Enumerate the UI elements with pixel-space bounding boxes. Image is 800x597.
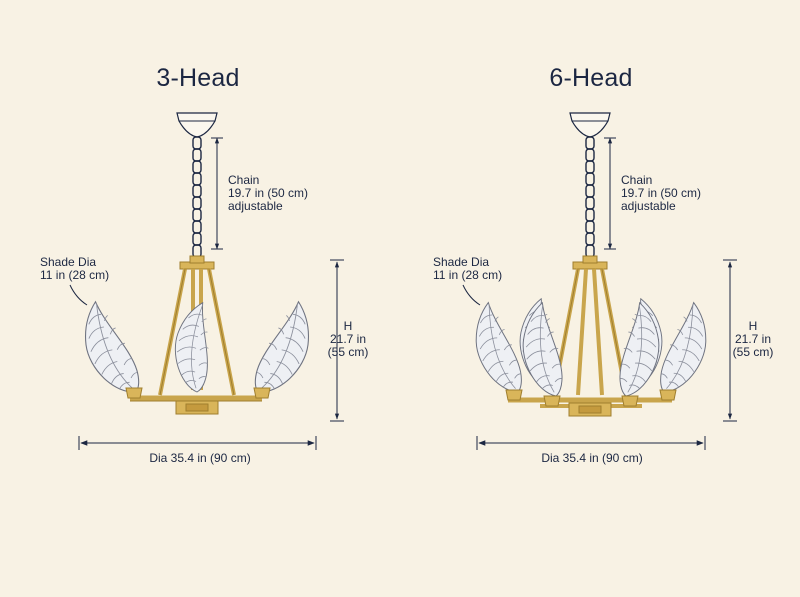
diameter-label-right: Dia 35.4 in (90 cm) <box>541 451 643 465</box>
title-3-head: 3-Head <box>156 64 240 92</box>
diameter-label-left: Dia 35.4 in (90 cm) <box>149 451 251 465</box>
shade-leader-left <box>69 284 88 306</box>
title-6-head: 6-Head <box>549 64 633 92</box>
shade-leader-right <box>462 284 481 306</box>
chandelier-3-head <box>66 112 328 415</box>
chandelier-6-head <box>461 112 721 417</box>
